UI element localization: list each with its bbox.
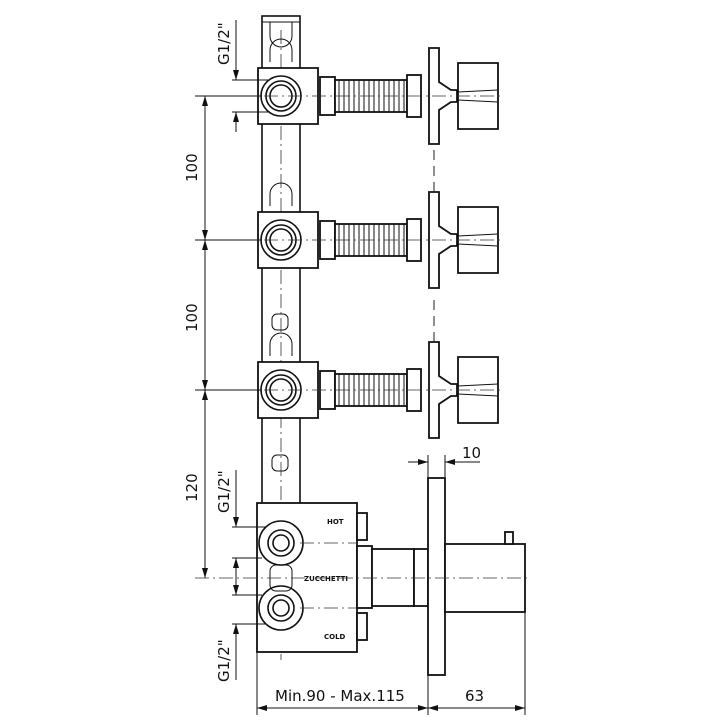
spacing-label-1: 100: [183, 153, 201, 182]
hot-label: HOT: [327, 518, 344, 526]
plate-thickness-label: 10: [462, 444, 481, 462]
spacing-label-3: 120: [183, 473, 201, 502]
mixer-body: HOT ZUCCHETTI COLD: [256, 502, 368, 653]
dimensions: [195, 20, 526, 715]
thread-label-mid: G1/2": [215, 470, 233, 513]
diverter-valve: [240, 332, 500, 439]
thread-label-top: G1/2": [215, 22, 233, 65]
thread-label-bottom: G1/2": [215, 639, 233, 682]
handle-depth-label: 63: [465, 687, 484, 705]
cover-plate: [427, 477, 446, 676]
diverter-valve: [240, 182, 500, 289]
brand-label: ZUCCHETTI: [304, 575, 348, 583]
diverter-valve: [240, 38, 500, 145]
spacing-label-2: 100: [183, 303, 201, 332]
thermostatic-cartridge: [195, 477, 530, 676]
cold-label: COLD: [324, 633, 346, 641]
wall-depth-label: Min.90 - Max.115: [275, 687, 405, 705]
